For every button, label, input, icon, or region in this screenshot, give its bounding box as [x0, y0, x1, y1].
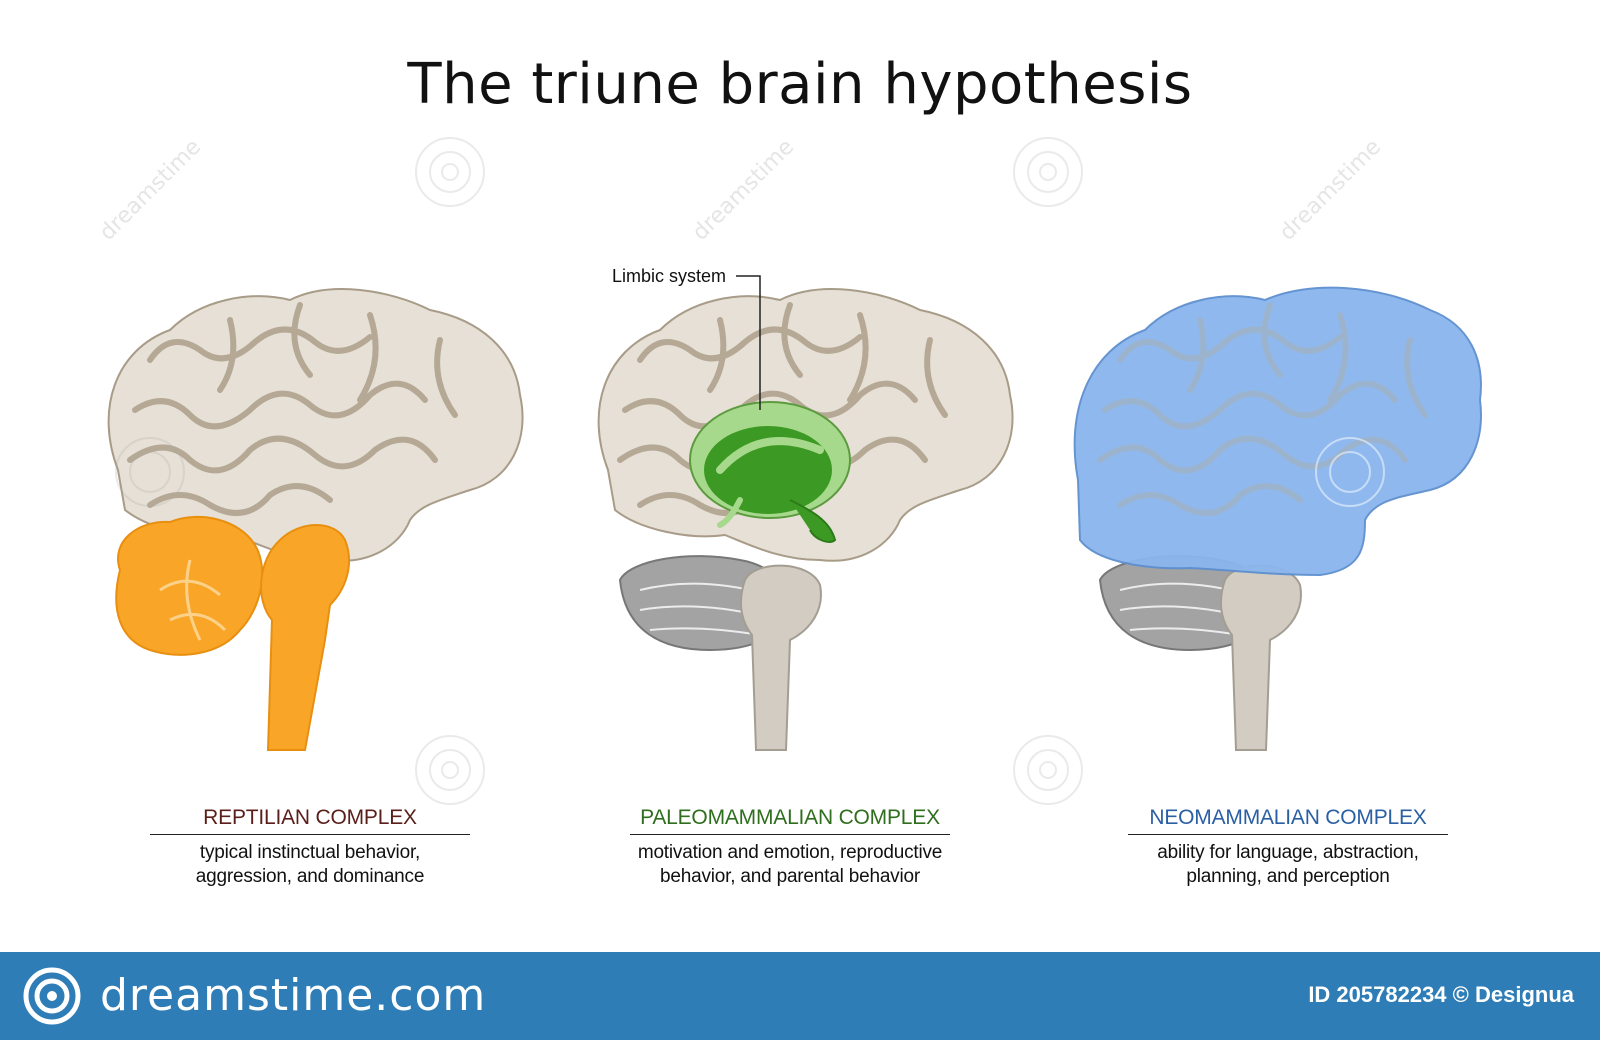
reptilian-brain: [107, 288, 524, 751]
reptilian-cerebellum: [115, 515, 264, 656]
dreamstime-logo-icon: [23, 967, 81, 1025]
caption-heading: NEOMAMMALIAN COMPLEX: [1128, 806, 1448, 835]
diagram-title: The triune brain hypothesis: [407, 52, 1193, 117]
caption-neomammalian: NEOMAMMALIAN COMPLEX ability for languag…: [1128, 806, 1448, 889]
footer-brand: dreamstime.com: [100, 970, 487, 1021]
reptilian-brainstem: [260, 524, 350, 751]
brains-illustration: [107, 137, 1482, 805]
neocortex: [1073, 286, 1482, 577]
brainstem: [1219, 564, 1302, 751]
limbic-leader-line: [736, 275, 761, 410]
caption-line: aggression, and dominance: [195, 866, 425, 887]
caption-heading: REPTILIAN COMPLEX: [150, 806, 470, 835]
paleomammalian-brain: [597, 288, 1014, 751]
caption-line: behavior, and parental behavior: [660, 866, 920, 887]
caption-description: ability for language, abstraction, plann…: [1128, 841, 1448, 889]
caption-description: typical instinctual behavior, aggression…: [150, 841, 470, 889]
limbic-system-label: Limbic system: [612, 266, 727, 286]
caption-description: motivation and emotion, reproductive beh…: [630, 841, 950, 889]
watermark-spirals: [115, 137, 1385, 805]
brainstem: [739, 564, 822, 751]
caption-line: planning, and perception: [1186, 866, 1390, 887]
caption-line: ability for language, abstraction,: [1157, 842, 1419, 863]
footer-credit: ID 205782234 © Designua: [1308, 982, 1574, 1007]
caption-paleomammalian: PALEOMAMMALIAN COMPLEX motivation and em…: [630, 806, 950, 889]
caption-heading: PALEOMAMMALIAN COMPLEX: [630, 806, 950, 835]
caption-line: typical instinctual behavior,: [199, 842, 421, 863]
caption-reptilian: REPTILIAN COMPLEX typical instinctual be…: [150, 806, 470, 889]
neomammalian-brain: [1073, 286, 1482, 751]
caption-line: motivation and emotion, reproductive: [637, 842, 943, 863]
limbic-system-icon: [689, 401, 851, 543]
footer-bar: dreamstime.com ID 205782234 © Designua: [0, 952, 1600, 1040]
